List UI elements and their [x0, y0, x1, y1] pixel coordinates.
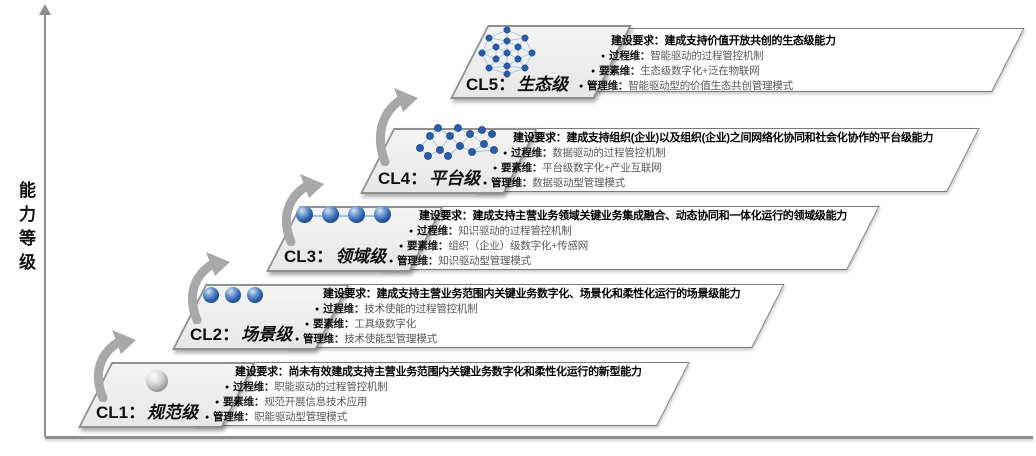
- cl5-description: 建设要求：建成支持价值开放共创的生态级能力 ●过程维：智能驱动的过程管控机制 ●…: [565, 33, 990, 94]
- bullet-icon: ●: [503, 150, 508, 157]
- cl2-element-dim: ●要素维：工具级数字化: [305, 318, 417, 330]
- single-sphere-icon: [146, 370, 168, 392]
- cl1-management-dim: ●管理维：职能驱动型管理模式: [205, 411, 347, 423]
- network-cluster-icon: [416, 124, 498, 160]
- bullet-icon: ●: [389, 258, 394, 265]
- bullet-icon: ●: [493, 165, 498, 172]
- chain-link-line: [300, 214, 388, 217]
- cl2-name: 场景级: [241, 325, 293, 344]
- cl3-code: CL3：: [284, 247, 334, 266]
- cl3-management-dim: ●管理维：知识驱动型管理模式: [389, 255, 531, 267]
- bullet-icon: ●: [409, 228, 414, 235]
- cl1-level-label: CL1：规范级: [96, 398, 198, 423]
- cl3-element-dim: ●要素维：组织（企业）级数字化+传感网: [399, 240, 589, 252]
- bullet-icon: ●: [225, 384, 230, 391]
- linked-spheres-chain-icon: [296, 206, 392, 223]
- bullet-icon: ●: [483, 180, 488, 187]
- cl5-level-label: CL5：生态级: [466, 70, 568, 95]
- cl5-element-dim: ●要素维：生态级数字化+泛在物联网: [591, 65, 760, 77]
- cl1-code: CL1：: [96, 403, 146, 422]
- cl1-process-dim: ●过程维：职能驱动的过程管控机制: [225, 381, 388, 393]
- cl1-description: 建设要求：尚未有效建成支持主营业务范围内关键业务数字化和柔性化运行的新型能力 ●…: [193, 364, 655, 425]
- cl4-requirement: 建设要求：建成支持组织(企业)以及组织(企业)之间网络化协同和社会化协作的平台级…: [513, 132, 934, 144]
- cl5-code: CL5：: [466, 75, 516, 94]
- bullet-icon: ●: [215, 399, 220, 406]
- cl3-to-cl4-arrow-icon: [281, 174, 324, 246]
- cl5-management-dim: ●管理维：智能驱动型的价值生态共创管理模式: [579, 80, 794, 92]
- cl3-level-label: CL3：领域级: [284, 242, 386, 267]
- cl5-process-dim: ●过程维：智能驱动的过程管控机制: [601, 50, 764, 62]
- cl4-management-dim: ●管理维：数据驱动型管理模式: [483, 177, 625, 189]
- cl4-description: 建设要求：建成支持组织(企业)以及组织(企业)之间网络化协同和社会化协作的平台级…: [475, 130, 945, 191]
- bullet-icon: ●: [305, 321, 310, 328]
- cl4-process-dim: ●过程维：数据驱动的过程管控机制: [503, 147, 666, 159]
- cl4-to-cl5-arrow-icon: [375, 88, 418, 166]
- three-spheres-icon: [203, 287, 263, 303]
- cl4-code: CL4：: [378, 169, 428, 188]
- cl2-to-cl3-arrow-icon: [187, 252, 230, 324]
- cl2-requirement: 建设要求：建成支持主营业务范围内关键业务数字化、场景化和柔性化运行的场景级能力: [323, 288, 741, 300]
- bullet-icon: ●: [399, 243, 404, 250]
- bullet-icon: ●: [295, 336, 300, 343]
- bullet-icon: ●: [601, 53, 606, 60]
- cl4-name: 平台级: [429, 169, 481, 188]
- y-axis-arrowhead-icon: [39, 4, 51, 15]
- cl2-management-dim: ●管理维：技术使能型管理模式: [295, 333, 437, 345]
- cl3-requirement: 建设要求：建成支持主营业务领域关键业务集成融合、动态协同和一体化运行的领域级能力: [419, 210, 847, 222]
- cl5-requirement: 建设要求：建成支持价值开放共创的生态级能力: [611, 35, 836, 47]
- cl5-name: 生态级: [517, 75, 569, 94]
- cl3-name: 领域级: [335, 247, 387, 266]
- cl2-description: 建设要求：建成支持主营业务范围内关键业务数字化、场景化和柔性化运行的场景级能力 …: [287, 286, 750, 347]
- cl1-name: 规范级: [147, 403, 199, 422]
- cl4-element-dim: ●要素维：平台级数字化+产业互联网: [493, 162, 662, 174]
- cl4-level-label: CL4：平台级: [378, 164, 480, 189]
- x-axis-line: [45, 436, 1033, 439]
- cl2-process-dim: ●过程维：技术使能的过程管控机制: [315, 303, 478, 315]
- cl1-requirement: 建设要求：尚未有效建成支持主营业务范围内关键业务数字化和柔性化运行的新型能力: [235, 366, 642, 378]
- cl2-level-label: CL2：场景级: [190, 320, 292, 345]
- y-axis-line: [44, 14, 46, 437]
- cl1-to-cl2-arrow-icon: [93, 330, 136, 402]
- mesh-globe-network-icon: [478, 26, 536, 78]
- cl3-description: 建设要求：建成支持主营业务领域关键业务集成融合、动态协同和一体化运行的领域级能力…: [381, 208, 847, 269]
- cl3-process-dim: ●过程维：知识驱动的过程管控机制: [409, 225, 572, 237]
- bullet-icon: ●: [579, 83, 584, 90]
- bullet-icon: ●: [315, 306, 320, 313]
- bullet-icon: ●: [205, 414, 210, 421]
- y-axis-label: 能力等级: [16, 181, 35, 277]
- bullet-icon: ●: [591, 68, 596, 75]
- cl1-element-dim: ●要素维：规范开展信息技术应用: [215, 396, 368, 408]
- cl2-code: CL2：: [190, 325, 240, 344]
